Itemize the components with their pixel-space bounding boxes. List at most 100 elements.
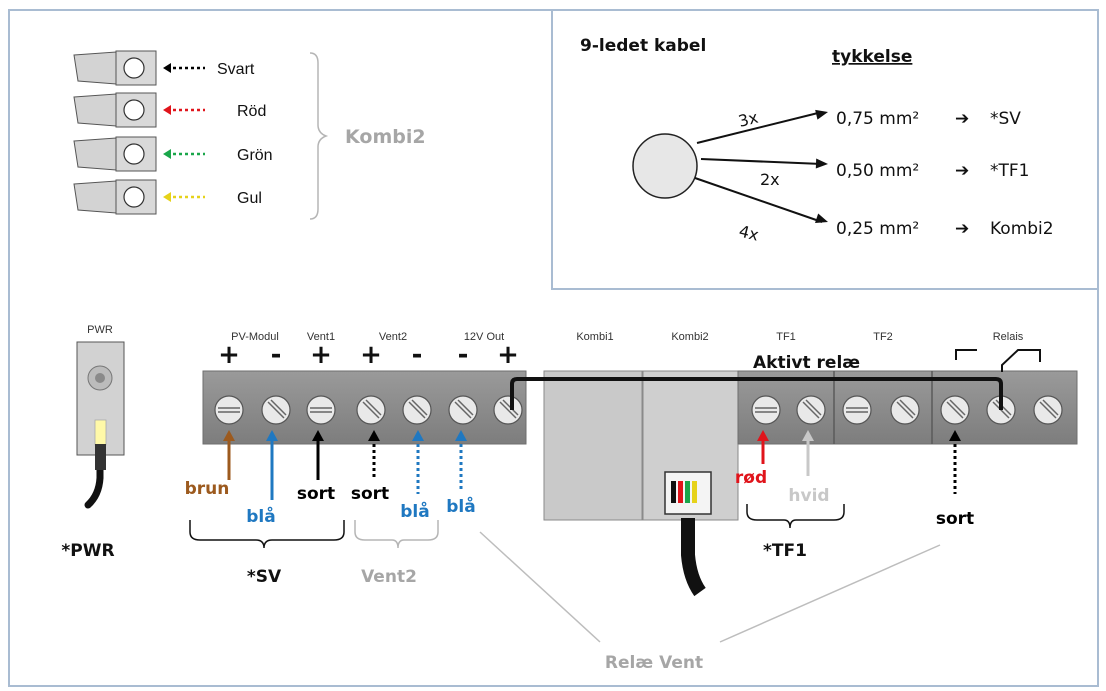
wire-count: 4x	[737, 221, 761, 244]
vent2-group-label: Vent2	[361, 567, 417, 587]
active-relay-bridge	[510, 377, 1003, 410]
wire-arrow-icon	[412, 430, 424, 441]
terminal-screw	[402, 395, 432, 425]
polarity-sign: +	[310, 340, 332, 370]
wire-color-label: Röd	[237, 103, 266, 120]
wire: blå	[400, 430, 430, 522]
terminal-screw	[940, 395, 970, 425]
vent2-bracket	[354, 520, 439, 549]
cable-row: 4x 0,25 mm² ➔ Kombi2	[694, 177, 1054, 245]
wire-target: *TF1	[990, 161, 1029, 181]
wire-arrow-icon	[223, 430, 235, 441]
terminal-screw	[890, 395, 920, 425]
wire-label: blå	[246, 505, 275, 527]
terminal-group-label: Relais	[993, 331, 1024, 343]
terminal-group-label: Vent1	[307, 331, 335, 343]
tf1-group-label: *TF1	[763, 541, 807, 561]
wire: blå	[446, 430, 476, 517]
wire-arrow-icon	[163, 192, 171, 202]
wire: brun	[185, 430, 235, 499]
sv-group-label: *SV	[247, 567, 282, 587]
terminal-group-label: TF1	[776, 331, 796, 343]
terminal-group-label: Vent2	[379, 331, 407, 343]
wire-arrow-icon	[757, 430, 769, 441]
terminal-screw	[842, 395, 872, 425]
arrow-icon: ➔	[955, 219, 969, 239]
wire-label: sort	[936, 509, 974, 529]
terminal-screw	[214, 395, 244, 425]
pwr-caption: *PWR	[61, 541, 114, 561]
wire-color-label: Grön	[237, 147, 273, 164]
polarity-sign: -	[458, 340, 469, 370]
wire-arrow-icon	[163, 105, 171, 115]
wire-arrow-icon	[163, 149, 171, 159]
terminal-group-label: 12V Out	[464, 331, 504, 343]
polarity-sign: +	[497, 340, 519, 370]
wire-label: blå	[400, 500, 429, 522]
wire-size: 0,25 mm²	[836, 219, 919, 239]
cable-title: 9-ledet kabel	[580, 36, 706, 56]
polarity-sign: -	[412, 340, 423, 370]
wire-arrow-icon	[802, 430, 814, 441]
cable-cross-section	[632, 133, 698, 199]
terminal-group-label: Kombi2	[671, 331, 708, 343]
arrow-icon: ➔	[955, 161, 969, 181]
wire-count: 2x	[760, 170, 780, 189]
terminal-screw	[356, 395, 386, 425]
terminal-screw	[261, 395, 291, 425]
wire-size: 0,50 mm²	[836, 161, 919, 181]
connector-row: Röd	[73, 92, 266, 128]
terminal-screw	[448, 395, 478, 425]
wire: hvid	[788, 430, 830, 506]
connector-row: Grön	[73, 136, 273, 172]
wire-label: sort	[351, 484, 389, 504]
wire-label: sort	[297, 484, 335, 504]
group-brackets: *SV Vent2 *TF1 Relæ Vent	[189, 504, 941, 673]
kombi2-rj-plug	[664, 471, 712, 597]
wire-color-label: Svart	[217, 61, 255, 78]
wire-label: blå	[446, 495, 475, 517]
active-relay-label: Aktivt relæ	[753, 353, 860, 373]
wire-arrow-icon	[312, 430, 324, 441]
wire-label: hvid	[788, 486, 829, 506]
wire-arrow-icon	[368, 430, 380, 441]
terminal-group-label: Kombi1	[576, 331, 613, 343]
polarity-sign: +	[360, 340, 382, 370]
tf1-bracket	[746, 504, 845, 529]
wire-arrow-icon	[163, 63, 171, 73]
relay-vent-line-right	[719, 544, 941, 643]
wire-label: rød	[735, 468, 767, 488]
wire: blå	[246, 430, 278, 527]
pwr-jack: PWR *PWR	[61, 324, 125, 561]
polarity-sign: -	[271, 340, 282, 370]
relay-vent-label: Relæ Vent	[605, 653, 703, 673]
terminal-screw	[796, 395, 826, 425]
wire-count: 3x	[736, 108, 760, 131]
terminal-screw	[1033, 395, 1063, 425]
terminal-screw	[306, 395, 336, 425]
relay-symbol	[955, 349, 1041, 372]
wire: sort	[936, 430, 974, 529]
kombi2-bracket	[309, 52, 329, 220]
wire-target: Kombi2	[990, 219, 1054, 239]
cable-row: 3x 0,75 mm² ➔ *SV	[696, 108, 1021, 144]
polarity-sign: +	[218, 340, 240, 370]
terminal-screw	[751, 395, 781, 425]
terminal-group-label: PV-Modul	[231, 331, 279, 343]
kombi1-socket	[543, 370, 643, 521]
wire: sort	[351, 430, 389, 504]
wire-target: *SV	[990, 109, 1021, 129]
relay-vent-line-left	[479, 531, 601, 643]
wire-arrow-icon	[266, 430, 278, 441]
arrow-icon: ➔	[955, 109, 969, 129]
connector-row: Gul	[73, 179, 262, 215]
terminal-screw	[493, 395, 523, 425]
wire-size: 0,75 mm²	[836, 109, 919, 129]
wire-arrow-icon	[455, 430, 467, 441]
terminal-group-label: TF2	[873, 331, 893, 343]
wire-label: brun	[185, 479, 230, 499]
sv-bracket	[189, 520, 345, 549]
